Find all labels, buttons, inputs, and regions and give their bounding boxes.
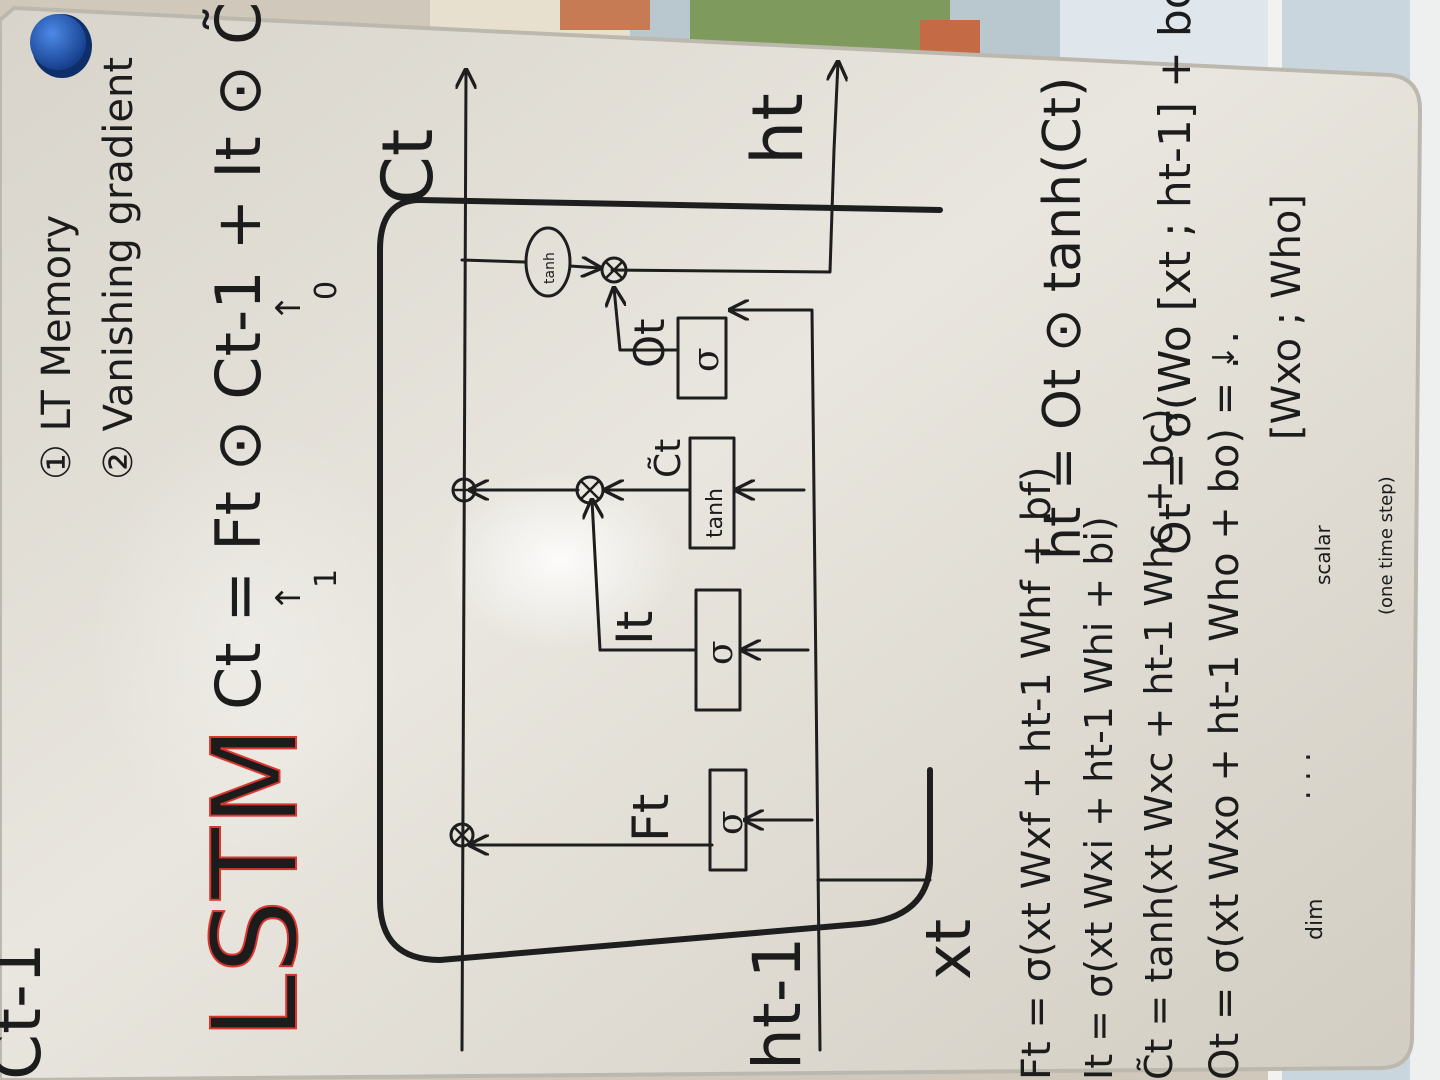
forget-sigma-box [708,768,748,872]
note-value-0: 0 [309,281,344,300]
eq-output: Ot = σ(xt Wxo + ht-1 Who + bo) = . . [1202,331,1248,1080]
label-ht: ht [737,93,819,165]
output-sigma: σ [686,347,727,372]
note-dots: . . . [1283,752,1318,800]
cell-box [377,197,943,963]
label-candidate: C̃t [647,439,689,478]
cell-state-notes: ↑ 1 ↑ 0 [269,281,344,612]
lstm-diagram: σ σ tanh σ tanh Ft It C̃t Ot Ct-1 ht-1 x… [0,62,985,1080]
note-one-time-step: (one time step) [1376,476,1397,615]
eq-hidden: ht = Ot ⊙ tanh(Ct) [1033,77,1093,560]
cell-tanh-label: tanh [542,252,558,284]
board-title: LSTM [186,725,324,1040]
candidate-tanh-label: tanh [703,488,728,538]
note-dim: dim [1303,898,1328,940]
cell-tanh-oval [524,226,572,298]
input-gate-output [592,500,698,652]
label-output-gate: Ot [625,318,674,368]
output-sigma-box [676,316,728,400]
tanh-to-multiply [568,266,600,268]
note-arrow-1: ↑ [269,584,309,613]
hidden-input-line [730,310,822,1052]
forget-sigma: σ [710,810,751,835]
eq-output-alt: Ot = σ(Wo [xt ; ht-1] + bo) [1150,0,1201,555]
note-scalar: scalar [1311,525,1335,585]
input-sigma: σ [700,640,741,665]
note-value-1: 1 [309,569,344,588]
hidden-output-line [610,62,838,274]
label-xt: xt [912,919,985,980]
blue-magnet-icon [30,14,92,78]
note-lt-memory: ① LT Memory [34,215,80,480]
notes: ① LT Memory ② Vanishing gradient [34,57,142,480]
eq-input: It = σ(xt Wxi + ht-1 Whi + bi) [1077,516,1121,1080]
label-ct-prev: Ct-1 [0,942,56,1080]
label-forget-gate: Ft [622,794,680,842]
multiply-output-icon [600,256,628,284]
note-arrow-0: ↑ [269,294,309,323]
output-gate-output [614,288,678,352]
input-sigma-box [694,588,742,712]
eq-forget: Ft = σ(xt Wxf + ht-1 Whf + bf) [1014,466,1060,1080]
eq-concat: [Wxo ; Who] [1264,194,1310,440]
label-ht-prev: ht-1 [739,936,816,1070]
cell-to-tanh [460,258,526,264]
whiteboard [0,5,1423,1080]
light-glare [440,470,680,650]
note-vanishing-gradient: ② Vanishing gradient [96,57,142,480]
label-ct: Ct [367,129,449,205]
cell-state-equation: Ct = Ft ⊙ Ct-1 + It ⊙ C̃t [202,0,275,710]
candidate-tanh-box [688,436,736,550]
eq-arrow: ↓ [1207,345,1242,370]
multiply-forget-icon [449,822,475,848]
eq-candidate: C̃t = tanh(xt Wxc + ht-1 Whc + bc) [1137,408,1181,1080]
cell-state-line [462,70,466,1052]
add-cell-icon [451,477,477,503]
label-input-gate: It [606,611,664,645]
equations: Ft = σ(xt Wxf + ht-1 Whf + bf) It = σ(xt… [1014,0,1397,1080]
multiply-input-icon [575,475,605,505]
